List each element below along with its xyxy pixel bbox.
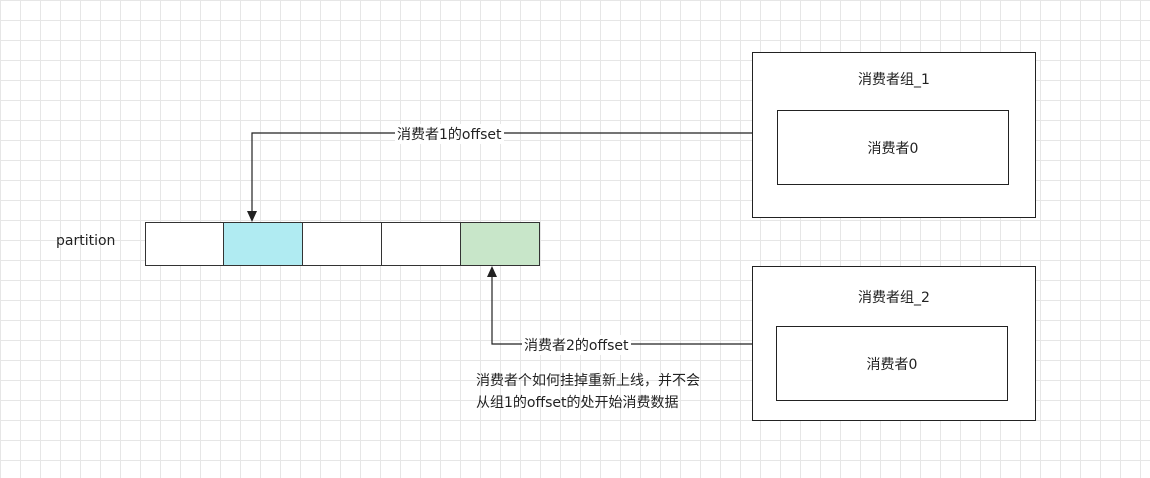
consumer-group-2-consumer-label: 消费者0	[866, 357, 918, 373]
partition-label: partition	[56, 233, 116, 249]
partition-cell-1	[145, 222, 224, 266]
offset1-connector	[251, 132, 752, 218]
consumer-group-2-consumer-box: 消费者0	[776, 326, 1008, 401]
partition-cell-2-highlighted	[223, 222, 303, 266]
offset2-label: 消费者2的offset	[522, 335, 631, 355]
consumer-group-1-consumer-label: 消费者0	[867, 141, 919, 157]
partition-cell-5-highlighted	[460, 222, 540, 266]
partition-cell-4	[381, 222, 461, 266]
consumer-group-1-consumer-box: 消费者0	[777, 110, 1009, 185]
offset1-arrowhead	[247, 211, 257, 222]
note-text: 消费者个如何挂掉重新上线，并不会 从组1的offset的处开始消费数据	[476, 370, 700, 414]
consumer-group-1: 消费者组_1 消费者0	[752, 52, 1036, 218]
note-line-1: 消费者个如何挂掉重新上线，并不会	[476, 373, 700, 389]
consumer-group-2: 消费者组_2 消费者0	[752, 266, 1036, 421]
offset2-connector	[491, 270, 752, 345]
consumer-group-2-title: 消费者组_2	[858, 290, 930, 306]
offset1-label: 消费者1的offset	[395, 124, 504, 144]
partition-cell-3	[302, 222, 382, 266]
consumer-group-1-title: 消费者组_1	[858, 72, 930, 88]
offset2-arrowhead	[487, 266, 497, 277]
note-line-2: 从组1的offset的处开始消费数据	[476, 395, 679, 411]
